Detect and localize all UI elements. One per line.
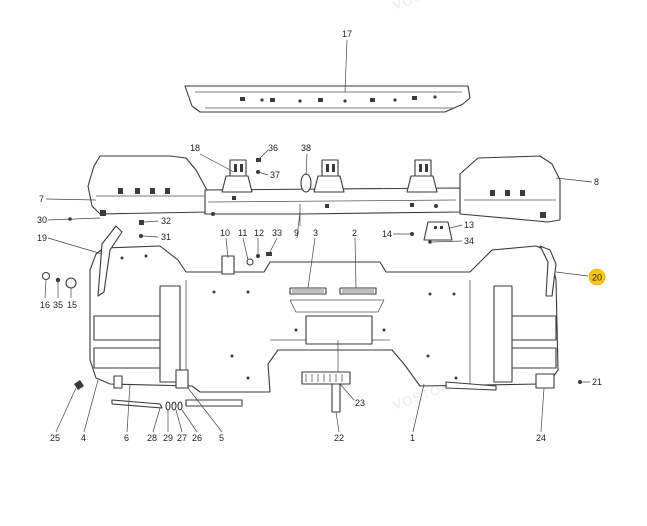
callout-3: 3 [313,228,318,238]
callout-20-highlighted[interactable]: 20 [588,268,606,286]
part-10-fitting [221,255,235,275]
callout-28: 28 [147,433,157,443]
callout-12: 12 [254,228,264,238]
part-12-screw [256,254,260,258]
part-20-main-frame [89,245,559,393]
part-15-cap [65,277,77,289]
part-16-washer [41,271,51,281]
watermark-top: VOSTOK [391,0,452,13]
callout-19: 19 [37,233,47,243]
part-18-mount-center [313,159,345,193]
callout-18: 18 [190,143,200,153]
part-33-clip [266,252,272,256]
callout-38: 38 [301,143,311,153]
part-4-latch [113,375,123,389]
part-7-left-housing [87,155,209,216]
callout-9: 9 [294,228,299,238]
callout-24: 24 [536,433,546,443]
callout-29: 29 [163,433,173,443]
callout-34: 34 [464,236,474,246]
callout-32: 32 [161,216,171,226]
callout-8: 8 [594,177,599,187]
callout-17: 17 [342,29,352,39]
part-18-mount-left [221,159,253,193]
part-23-pedal [301,371,351,385]
part-11-grommet [246,258,254,266]
callout-35: 35 [53,300,63,310]
part-27-29-washers [165,401,183,411]
part-38-o-ring [300,173,312,193]
part-35-nut [55,277,61,283]
part-32-clip [139,220,144,225]
leader-lines [44,39,593,433]
part-31-nut [139,234,143,238]
callout-13: 13 [464,220,474,230]
part-26-pin [185,399,243,407]
callout-37: 37 [270,170,280,180]
callout-26: 26 [192,433,202,443]
callout-25: 25 [50,433,60,443]
part-22-shaft [331,383,341,413]
part-8-right-housing [459,155,561,223]
part-19-left-trim [97,225,123,297]
callout-7: 7 [39,194,44,204]
callout-27: 27 [177,433,187,443]
callout-16: 16 [40,300,50,310]
part-36-screw [256,158,261,162]
callout-23: 23 [355,398,365,408]
part-25-clip [74,380,84,390]
callout-labels: 17 18 36 37 38 7 8 30 32 31 19 10 11 12 … [37,29,606,443]
callout-15: 15 [67,300,77,310]
callout-36: 36 [268,143,278,153]
highlight-marker [588,268,606,286]
part-13-bracket [423,221,453,241]
callout-6: 6 [124,433,129,443]
callout-1: 1 [410,433,415,443]
part-24-actuator [445,381,497,391]
callout-2: 2 [352,228,357,238]
callout-11: 11 [238,228,247,238]
part-28-rod [111,399,163,409]
part-18-mount-right [406,159,438,193]
callout-14: 14 [382,229,392,239]
callout-22: 22 [334,433,344,443]
callout-20: 20 [592,273,602,283]
callout-33: 33 [272,228,282,238]
callout-5: 5 [219,433,224,443]
callout-21: 21 [592,377,602,387]
part-24-body [535,373,555,389]
callout-10: 10 [220,228,230,238]
callout-4: 4 [81,433,86,443]
part-21-bolt [578,380,582,384]
part-9-cross-beam [204,187,461,226]
part-34-nut [428,240,432,244]
callout-31: 31 [161,232,171,242]
callout-30: 30 [37,215,47,225]
part-17-top-cover [184,85,471,113]
part-6-lever [175,369,189,389]
part-right-trim [539,245,557,297]
